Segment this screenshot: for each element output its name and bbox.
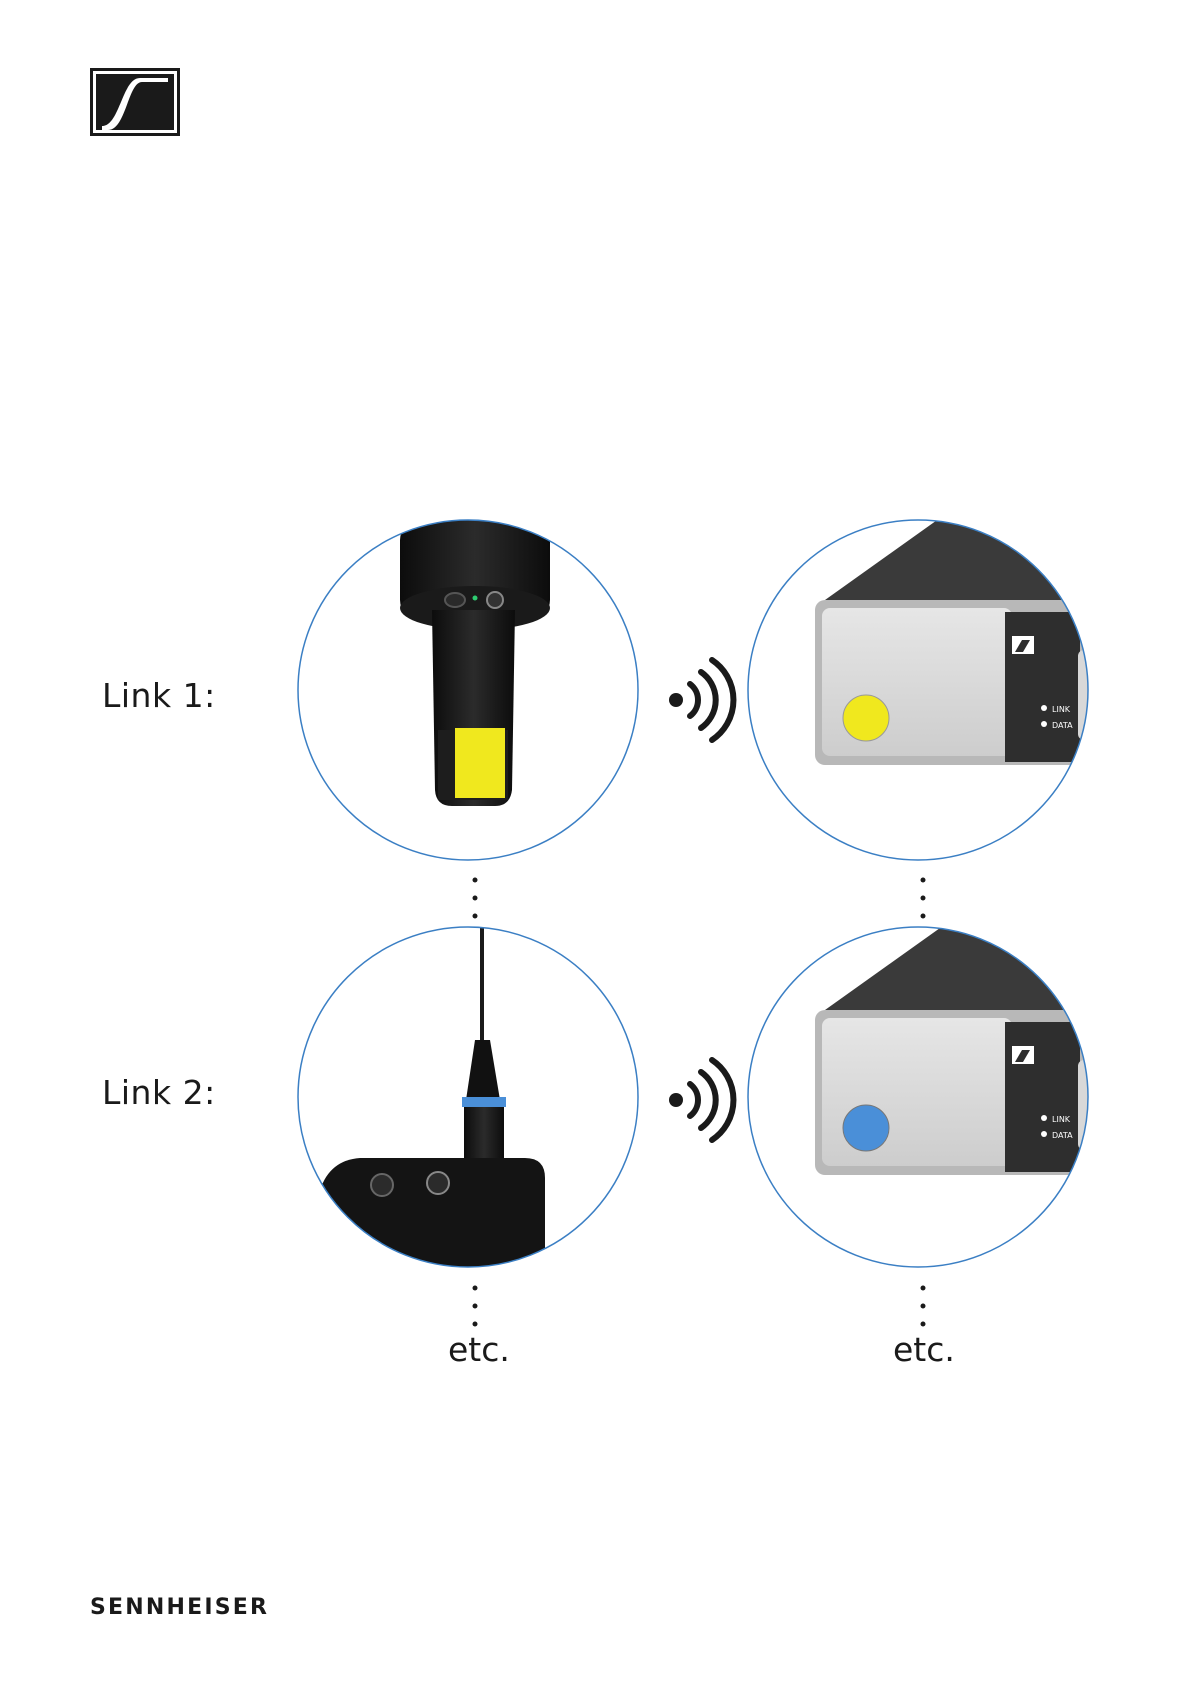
yellow-color-tag: [455, 728, 505, 798]
wireless-signal-icon: [669, 1060, 733, 1140]
blue-color-indicator: [843, 1105, 889, 1151]
led-data-text-2: DATA: [1052, 1131, 1073, 1140]
sennheiser-wordmark: SENNHEISER: [90, 1595, 269, 1620]
led-link-text-1: LINK: [1052, 705, 1071, 714]
led-data-text-1: DATA: [1052, 721, 1073, 730]
led-link-text-2: LINK: [1052, 1115, 1071, 1124]
blue-color-ring: [462, 1097, 506, 1107]
wireless-signal-icon: [669, 660, 733, 740]
handheld-transmitter-image: [400, 520, 550, 806]
bodypack-transmitter-image: [320, 925, 545, 1280]
yellow-color-indicator: [843, 695, 889, 741]
